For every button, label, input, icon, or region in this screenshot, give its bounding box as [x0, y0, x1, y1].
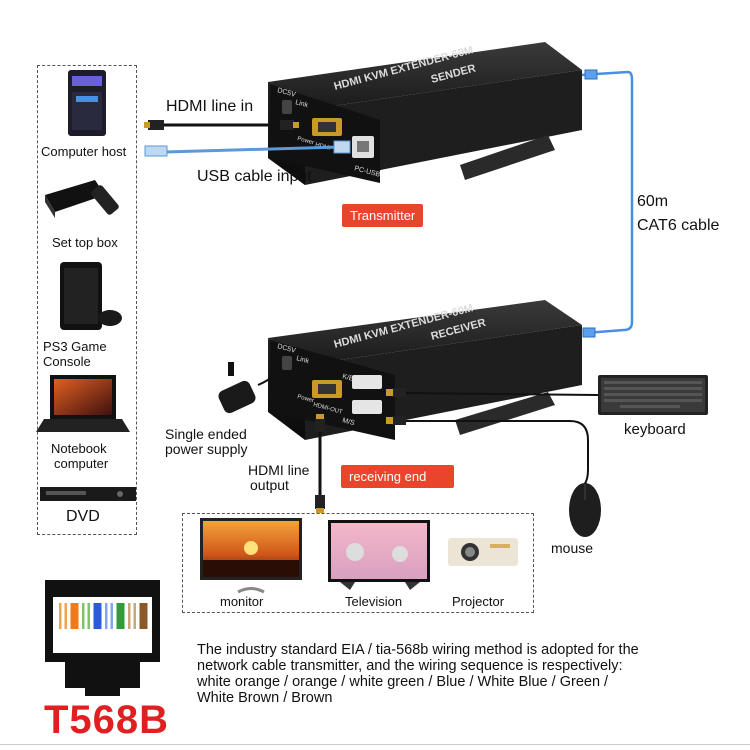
mouse-cable	[405, 420, 589, 486]
transmitter-tag: Transmitter	[342, 204, 424, 227]
sender-port-dc: DC5V	[276, 87, 296, 99]
monitor-icon	[200, 518, 302, 594]
source-label-computer-host: Computer host	[41, 144, 127, 159]
wiring-note-line: white orange / orange / white green / Bl…	[197, 674, 609, 690]
dvd-player-icon	[40, 487, 136, 501]
sender-port-power: Power	[296, 136, 314, 146]
source-label-notebook-line2: computer	[54, 456, 109, 471]
usb-input-cable	[164, 145, 341, 154]
wiring-note-line: The industry standard EIA / tia-568b wir…	[197, 642, 639, 658]
set-top-box-icon	[45, 180, 119, 218]
rj45-pin-6	[116, 603, 125, 629]
computer-host-icon	[68, 70, 106, 136]
sender-port-link: Link	[294, 99, 309, 109]
rj45-pin-2	[70, 603, 79, 629]
source-label-notebook-line1: Notebook	[51, 441, 107, 456]
rj45-pin-stripe-5	[107, 603, 111, 629]
output-label-television: Television	[345, 594, 403, 609]
source-label-ps3-line1: PS3 Game	[43, 339, 107, 354]
hdmi-output-label-line2: output	[250, 477, 289, 493]
receiving-end-tag: receiving end	[341, 465, 455, 488]
mouse-icon	[569, 483, 601, 537]
rj45-pin-4	[93, 603, 102, 629]
wiring-note-line: White Brown / Brown	[197, 690, 333, 706]
t568b-title: T568B	[44, 698, 170, 742]
cable-type-label: CAT6 cable	[637, 217, 720, 234]
source-label-dvd: DVD	[66, 508, 100, 525]
source-devices-panel	[37, 65, 137, 535]
power-supply-label-line2: power supply	[165, 441, 248, 457]
receiver-port-kb: K/B	[341, 373, 354, 383]
output-label-projector: Projector	[452, 594, 505, 609]
projector-icon	[448, 538, 518, 566]
ps3-console-icon	[60, 262, 122, 330]
mouse-label: mouse	[551, 540, 594, 556]
hdmi-in-label: HDMI line in	[166, 98, 254, 115]
rj45-plug-bottom	[582, 327, 596, 338]
rj45-pin-stripe-7	[130, 603, 134, 629]
rj45-pin-stripe-3	[84, 603, 88, 629]
receiver-port-link: Link	[295, 355, 310, 365]
power-supply-label-line1: Single ended	[165, 426, 247, 442]
bottom-divider	[0, 744, 750, 745]
power-cable	[257, 371, 279, 386]
rj45-pin-8	[139, 603, 148, 629]
television-icon	[328, 520, 430, 590]
sender-device	[268, 42, 582, 185]
receiver-port-dc: DC5V	[276, 343, 296, 355]
keyboard-cable	[404, 392, 599, 396]
hdmi-output-label-line1: HDMI line	[248, 462, 310, 478]
output-devices-panel	[182, 513, 534, 613]
keyboard-label: keyboard	[624, 421, 686, 438]
keyboard-icon	[598, 375, 708, 415]
receiver-port-power: Power	[296, 394, 314, 404]
wiring-note-line: network cable transmitter, and the wirin…	[197, 658, 623, 674]
cat6-cable	[579, 70, 634, 335]
receiver-port-ms: M/S	[341, 417, 355, 427]
output-label-monitor: monitor	[220, 594, 264, 609]
usb-input-label: USB cable input	[197, 168, 312, 185]
rj45-jack-icon	[45, 580, 160, 696]
notebook-icon	[36, 375, 130, 432]
receiver-device	[268, 300, 582, 440]
source-label-ps3-line2: Console	[43, 354, 91, 369]
rj45-pin-stripe-1	[61, 603, 65, 629]
rj45-plug-top	[584, 69, 598, 80]
source-label-set-top-box: Set top box	[52, 235, 118, 250]
power-adapter-icon	[218, 362, 256, 414]
wiring-note: The industry standard EIA / tia-568b wir…	[197, 642, 717, 706]
cable-length-label: 60m	[637, 193, 669, 210]
